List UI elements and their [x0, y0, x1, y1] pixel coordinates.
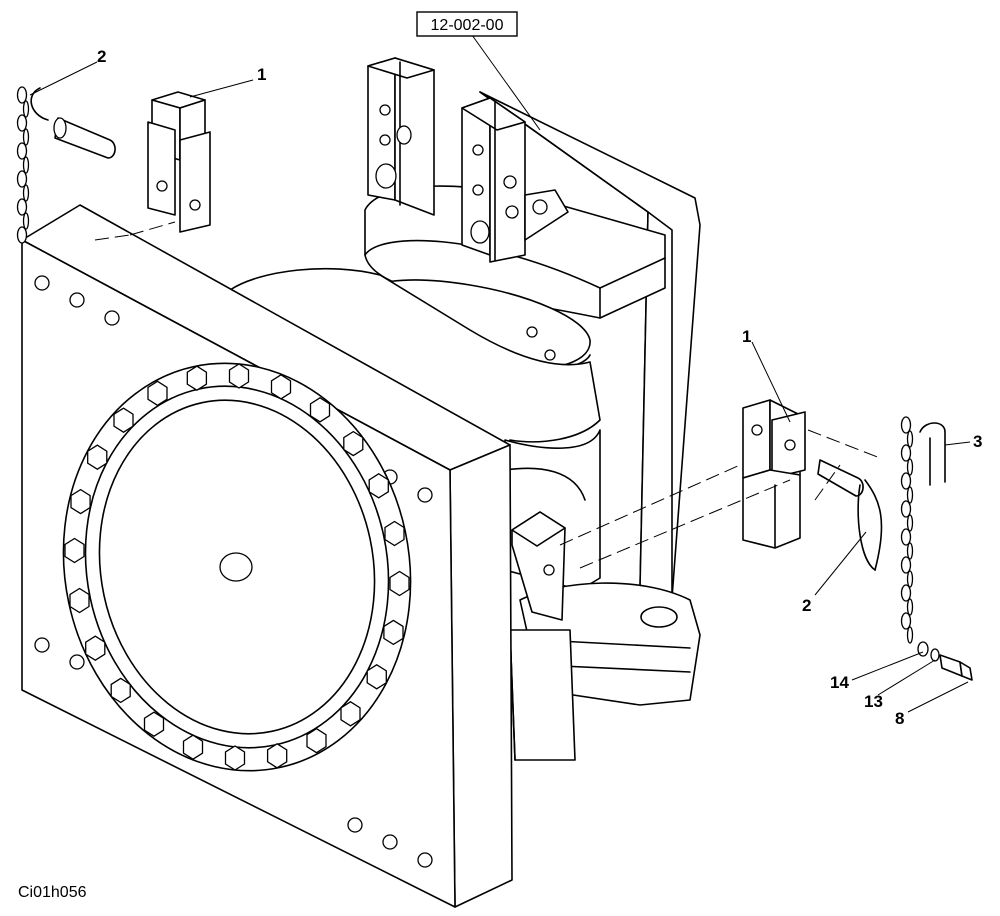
drawing-code: Ci01h056 [18, 884, 87, 901]
ring-bolt [64, 537, 85, 564]
chain-link [16, 86, 28, 104]
ring-bolt [147, 380, 168, 407]
ring-bolt [186, 365, 208, 391]
chain-link [900, 584, 912, 602]
ring-bolt [309, 397, 331, 423]
assembly-guide-lines [94, 221, 881, 569]
ring-bolt [69, 587, 90, 614]
callout-labels: 1 2 1 3 2 14 13 8 [97, 47, 982, 728]
ring-bolt [110, 677, 131, 704]
chain-link [16, 198, 28, 216]
chain-link [900, 528, 912, 546]
top-lug-blocks [367, 57, 569, 263]
callout-lockwasher: 13 [864, 692, 883, 711]
chain-link [900, 500, 912, 518]
chain-link [22, 100, 30, 118]
chain-link [900, 472, 912, 490]
hairpin-clip [919, 422, 946, 486]
chain-link [16, 226, 28, 244]
chain-link [906, 626, 914, 644]
chain-link [22, 184, 30, 202]
ring-bolt [340, 701, 361, 727]
chain-link [906, 486, 914, 504]
chain-link [16, 170, 28, 188]
reference-box: 12-002-00 [416, 11, 518, 37]
chain-link [900, 416, 912, 434]
callout-lock-left: 1 [257, 65, 266, 84]
ring-bolt [228, 363, 250, 389]
ring-bolt [366, 664, 387, 690]
chain-link [906, 430, 914, 448]
lock-bracket-left [147, 91, 211, 233]
chain-link [900, 612, 912, 630]
pin-chain-right [817, 416, 914, 644]
ring-bolt [143, 711, 165, 737]
ring-bolt [266, 743, 288, 769]
chain-link [16, 142, 28, 160]
ring-bolt [389, 570, 410, 597]
ring-bolt [383, 619, 404, 646]
callout-pin-left: 2 [97, 47, 106, 66]
chain-link [900, 556, 912, 574]
slewing-ring [62, 362, 412, 772]
ring-bolt [85, 635, 106, 661]
reference-label: 12-002-00 [431, 17, 504, 34]
ring-bolt [343, 430, 364, 457]
chain-link [22, 156, 30, 174]
ring-bolt [368, 473, 389, 499]
ring-bolt [270, 374, 292, 400]
ring-bolt [182, 734, 204, 760]
ring-bolt [224, 745, 246, 771]
callout-lock-right: 1 [742, 327, 751, 346]
chain-link [906, 542, 914, 560]
chain-link [906, 570, 914, 588]
fastener-set [917, 641, 973, 681]
ring-bolt [113, 407, 134, 433]
chain-link [906, 598, 914, 616]
pin-chain-left [16, 86, 116, 244]
callout-pin-right: 2 [802, 596, 811, 615]
leader-lines [29, 34, 971, 713]
chain-link [906, 458, 914, 476]
chain-link [900, 444, 912, 462]
ring-bolt [384, 520, 405, 547]
chain-link [22, 212, 30, 230]
ring-bolt [306, 727, 327, 754]
chain-link [16, 114, 28, 132]
chain-link [906, 514, 914, 532]
callout-washer: 14 [830, 673, 849, 692]
ring-bolt [87, 444, 108, 470]
ring-bolt [70, 488, 91, 515]
callout-clip: 3 [973, 432, 982, 451]
lock-bracket-right [742, 399, 806, 549]
yoke-block [511, 511, 566, 621]
chain-link [22, 128, 30, 146]
callout-bolt: 8 [895, 709, 904, 728]
